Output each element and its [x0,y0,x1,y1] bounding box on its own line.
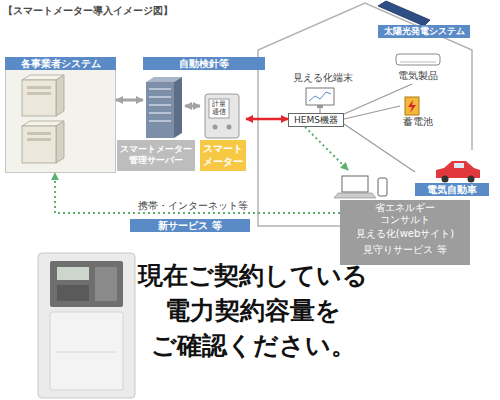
node-label: 見守りサービス 等 [340,244,470,256]
server-slot [27,92,51,95]
car-wheel [442,176,449,183]
connector [344,84,412,114]
node-label: HEMS機器 [289,114,343,126]
car-body [436,161,480,178]
meter-dial [227,125,232,130]
aircon-body [396,54,440,65]
node-label: 太陽光発電システム [378,25,470,38]
meter-photo-cover [50,312,123,390]
node-label: 各事業者システム [5,57,116,70]
diagram-title: 【スマートメーター導入イメージ図】 [3,4,173,18]
aircon-vent [400,62,436,63]
node-label: 電気製品 [392,70,444,82]
connector [55,173,340,213]
server-front [146,82,174,138]
laptop-base [334,193,376,198]
node-label: 自動検針等 [143,57,265,70]
meter-photo-panel [50,261,123,307]
meter-photo-window [57,285,89,301]
server-slot [149,120,171,122]
connector [185,105,200,108]
node-label: 見える化端末 [292,72,354,84]
device-node: 蓄電池 [400,95,436,128]
connector [319,108,320,113]
phone-icon [378,178,387,196]
car-window [454,163,464,168]
meter-illustration [205,94,239,138]
meter-label: 通信 [209,108,229,116]
monitor-graph [309,92,331,101]
server-slot [149,104,171,106]
meter-display [209,99,229,118]
server-box: スマートメーター 管理サーバー [143,76,185,171]
meter-label: 計量 [209,100,229,108]
node-label: スマートメーター [200,140,246,171]
server-slot [27,138,51,141]
service-box: 省エネルギー コンサルト見える化(webサイト) 見守りサービス 等 [340,170,470,265]
server-tower [22,75,64,116]
meter-photo-plate [95,267,117,301]
server-slot [27,132,51,135]
connector [305,127,348,170]
solar-panel [378,1,430,26]
meter-photo-seam [56,352,117,353]
laptop-screen [342,176,368,192]
device-node: 電気製品 [392,52,444,84]
battery-icon [405,97,419,115]
battery-bolt [408,100,416,113]
system-panel [5,70,116,173]
node-label: 見える化(webサイト) [340,228,470,240]
connector [116,99,143,102]
connector-group [55,84,415,213]
band-label: 自動検針等 [143,57,265,70]
meter-photo-body [38,253,135,398]
notice-text: 現在ご契約している 電力契約容量を ご確認ください。 [122,258,384,363]
server-side [56,121,64,163]
battery-body [405,97,419,115]
band-label: 太陽光発電システム [378,25,470,38]
edge-label: 携帯・インターネット等 [128,200,258,212]
system-box: 各事業者システム [5,57,116,173]
aircon-icon [396,54,440,65]
connector [344,124,415,172]
server-slot [149,96,171,98]
node-label: スマートメーター 管理サーバー [117,140,195,171]
laptop-icon [334,176,387,198]
server-slot [149,88,171,90]
car-wheel [468,176,475,183]
monitor-icon [306,88,334,108]
monitor-screen [306,88,334,105]
server-front [22,80,56,116]
car-icon [436,161,480,183]
connector [344,106,400,119]
device-node: 電気自動車 [415,158,489,196]
meter-photo [38,253,135,398]
meter-photo-lcd [57,267,89,280]
server-front [22,126,56,163]
hems-box: HEMS機器 [288,113,344,127]
management-server [146,77,182,138]
service-panel [340,200,470,265]
meter-dial [213,125,218,130]
server-tower [22,121,64,163]
server-slot [27,86,51,89]
server-slot [149,112,171,114]
server-side [174,77,182,138]
node-label: 省エネルギー コンサルト [370,202,440,226]
device-node: 見える化端末 [292,72,354,108]
band-label: 新サービス 等 [130,219,250,232]
monitor-stand [317,105,323,108]
meter-body [205,94,239,138]
node-label: 新サービス 等 [130,219,250,232]
node-label: 電気自動車 [415,183,489,196]
node-label: 蓄電池 [400,116,436,128]
server-side [56,75,64,116]
connector [246,118,288,121]
